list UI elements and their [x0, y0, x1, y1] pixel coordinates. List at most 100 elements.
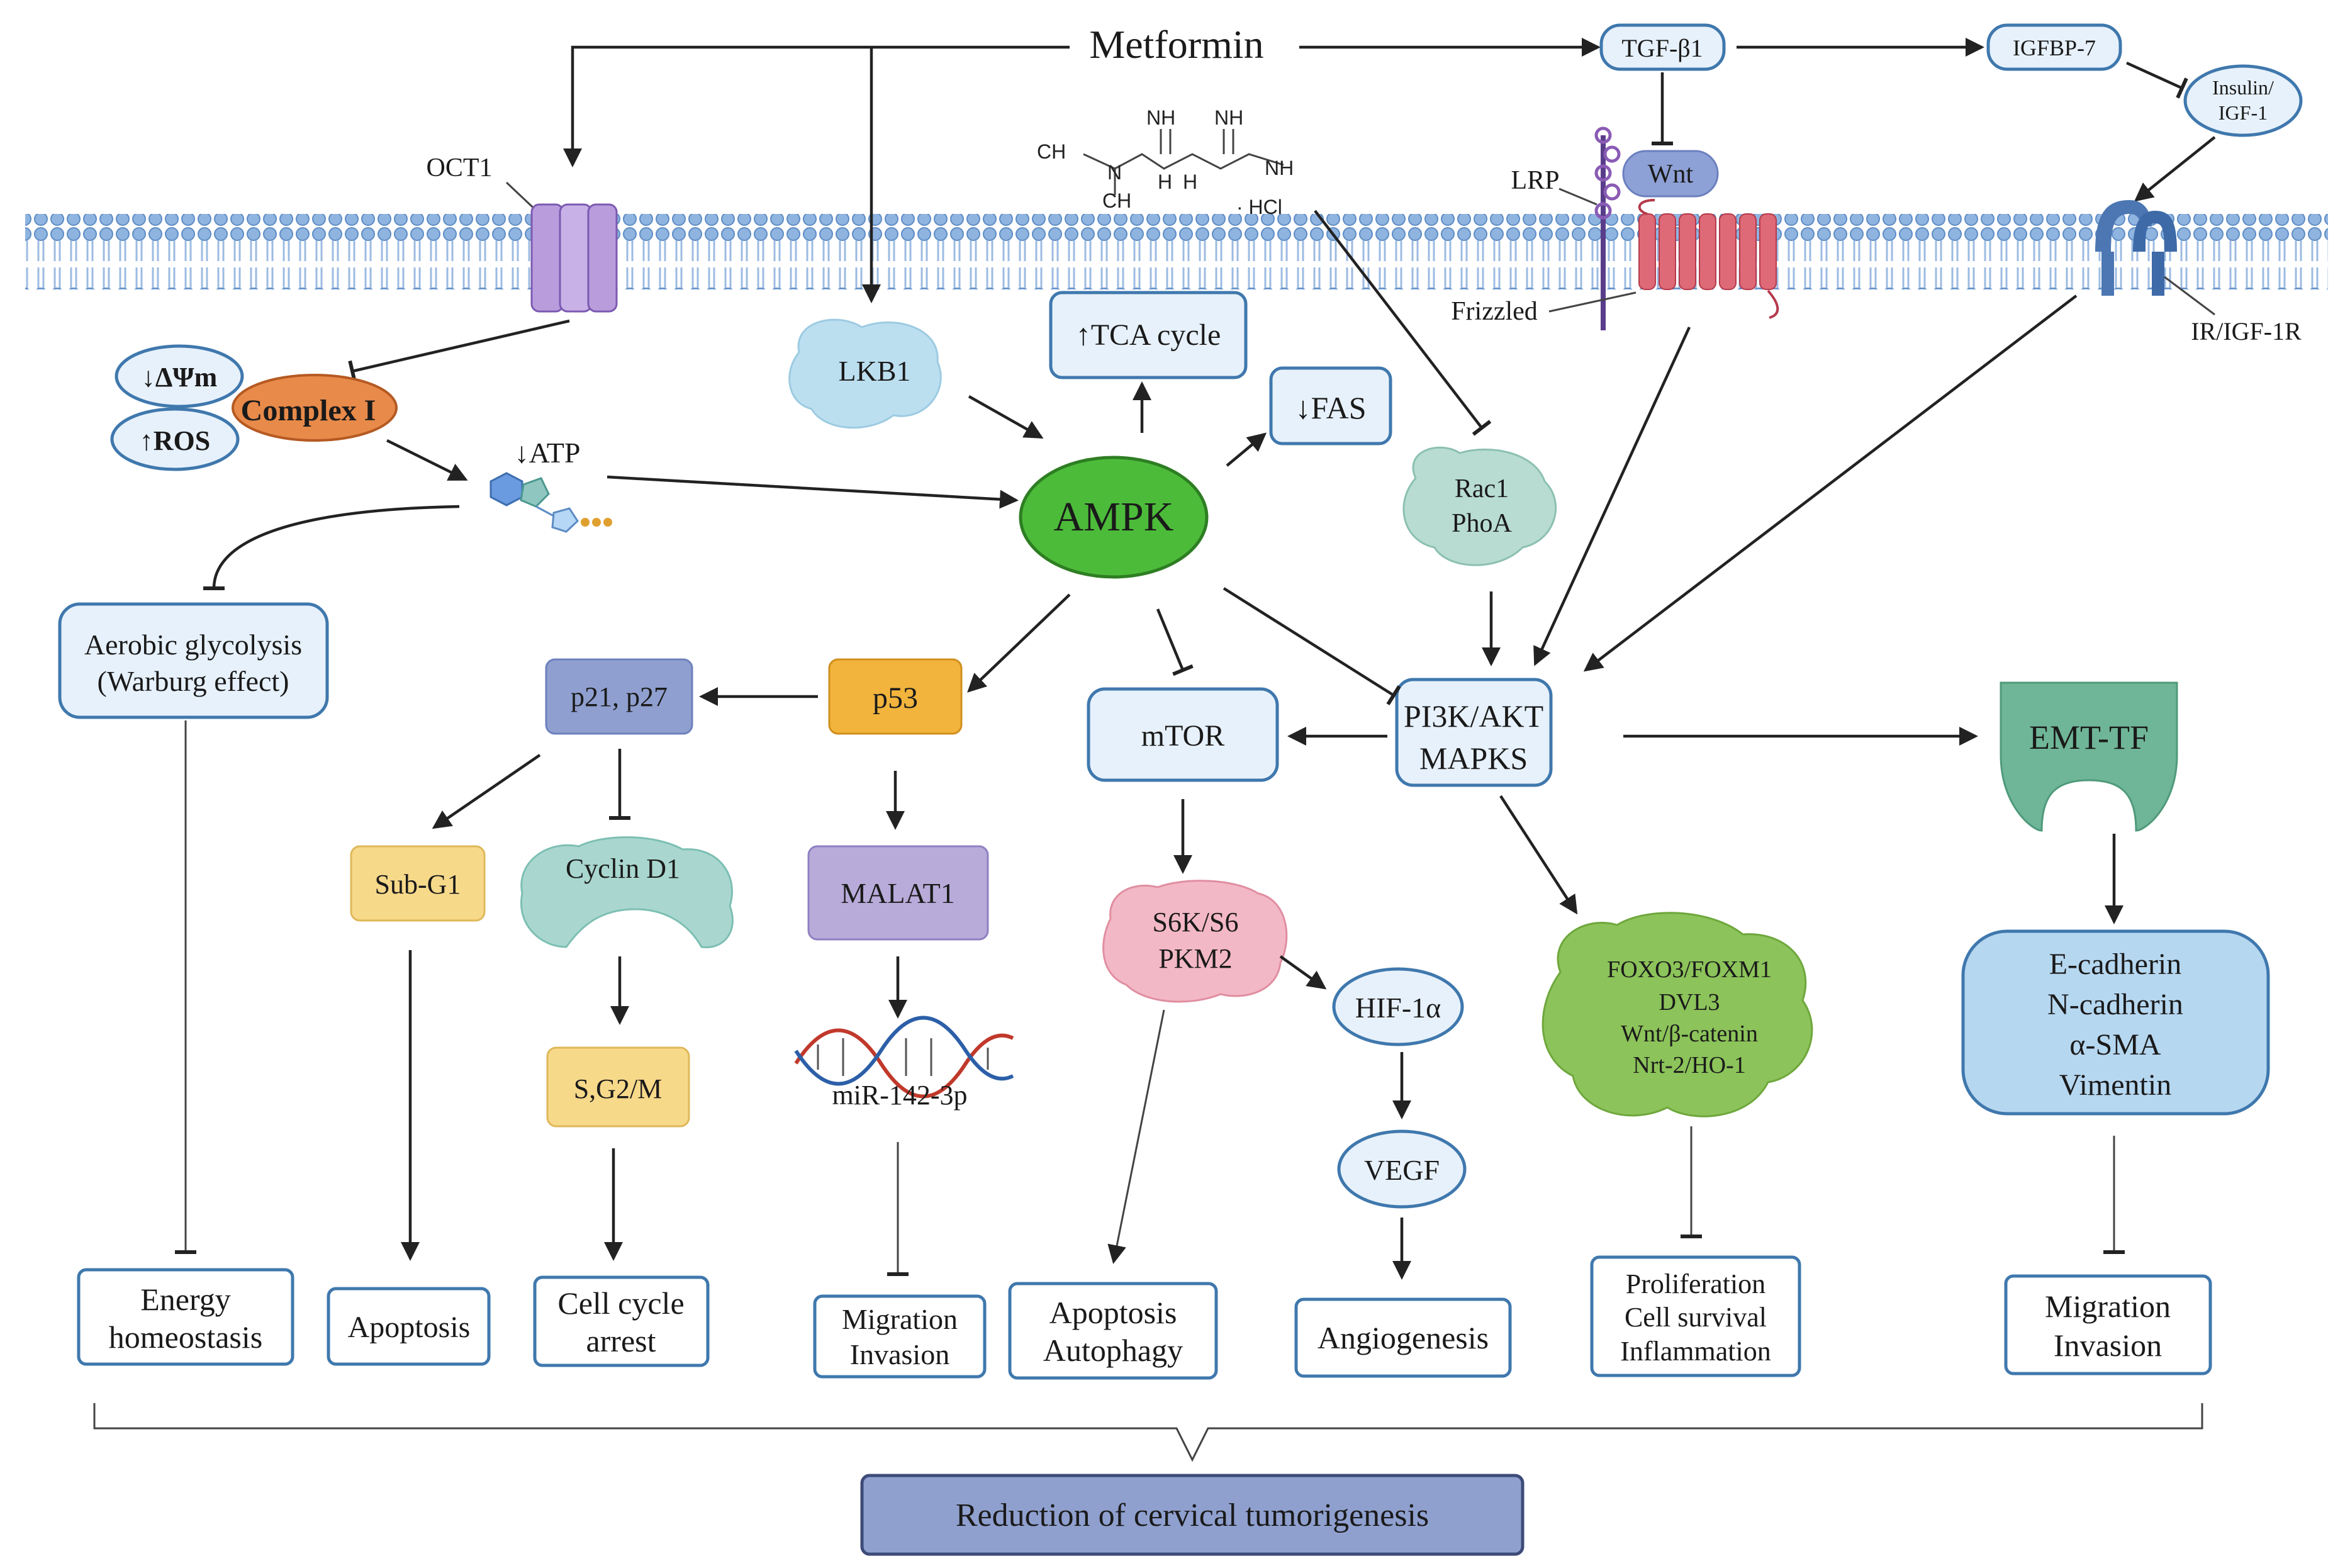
complex-i-label: Complex I	[241, 394, 376, 427]
migration-label-right: Migration	[2045, 1289, 2171, 1324]
p21-p27-label: p21, p27	[571, 681, 668, 712]
chem-h-left: H	[1158, 171, 1172, 193]
pi3k-akt-box	[1395, 678, 1553, 787]
angiogenesis-box	[1294, 1297, 1512, 1378]
malat1-box	[807, 845, 989, 941]
invasion-label-left: Invasion	[850, 1338, 949, 1370]
chem-h-right: H	[1183, 171, 1197, 193]
autophagy-label: Autophagy	[1043, 1333, 1183, 1368]
proliferation-label: Proliferation	[1626, 1268, 1765, 1299]
wnt-node	[1622, 150, 1719, 198]
ampk-label: AMPK	[1054, 494, 1174, 540]
tgf-beta1-label: TGF-β1	[1621, 34, 1703, 62]
vegf-node	[1337, 1129, 1467, 1209]
foxo-line-1: FOXO3/FOXM1	[1607, 956, 1772, 983]
rac1-phoa-node: Rac1 PhoA	[1402, 446, 1557, 566]
frizzled-label: Frizzled	[1451, 297, 1538, 326]
s6k-pkm2-node: S6K/S6 PKM2	[1102, 880, 1288, 1003]
inflammation-label: Inflammation	[1620, 1336, 1771, 1367]
energy-homeostasis-box	[77, 1268, 294, 1366]
phoa-label: PhoA	[1452, 509, 1512, 538]
ampk-node	[1019, 456, 1209, 579]
chem-n: N	[1107, 161, 1122, 184]
reduction-box	[860, 1474, 1525, 1556]
ros-label: ↑ROS	[140, 425, 210, 456]
hif1a-label: HIF-1α	[1355, 992, 1441, 1024]
homeostasis-label: homeostasis	[109, 1319, 262, 1355]
hif1a-node	[1332, 967, 1464, 1046]
chem-nh2: NH	[1265, 157, 1294, 179]
mitochondria-complex: Complex I ↓ΔΨm ↑ROS	[110, 344, 398, 471]
chem-nh-left: NH	[1146, 106, 1175, 129]
proliferation-box	[1590, 1255, 1801, 1377]
tca-cycle-label: ↑TCA cycle	[1076, 318, 1221, 352]
p53-label: p53	[873, 681, 918, 715]
chem-nh-right: NH	[1214, 106, 1243, 129]
cell-survival-label: Cell survival	[1625, 1302, 1767, 1333]
aerobic-glycolysis-box	[58, 602, 329, 719]
fas-box	[1269, 366, 1392, 445]
mapks-label: MAPKS	[1419, 741, 1528, 776]
chem-hcl: · HCl	[1236, 196, 1282, 218]
mtor-label: mTOR	[1141, 719, 1224, 753]
metformin-structure: NH NH CH N CH H H NH · HCl	[1037, 106, 1294, 218]
tgf-beta1-box	[1599, 23, 1726, 71]
pkm2-label: PKM2	[1158, 943, 1232, 974]
p53-box	[828, 658, 963, 735]
warburg-effect-label: (Warburg effect)	[98, 665, 289, 697]
cell-cycle-arrest-box	[533, 1275, 710, 1367]
ir-igf1r-receptor	[2095, 200, 2177, 296]
angiogenesis-label: Angiogenesis	[1318, 1320, 1489, 1355]
atp-label: ↓ATP	[515, 437, 581, 469]
malat1-label: MALAT1	[841, 877, 954, 909]
pi3k-akt-label: PI3K/AKT	[1404, 698, 1543, 734]
arrest-label: arrest	[586, 1323, 656, 1358]
aerobic-glycolysis-label: Aerobic glycolysis	[84, 629, 302, 661]
chem-ch3-bottom: CH	[1102, 189, 1131, 212]
s-g2m-box	[546, 1046, 690, 1128]
igf1-label: IGF-1	[2219, 101, 2268, 124]
p21-p27-box	[545, 658, 693, 735]
apoptosis-label: Apoptosis	[348, 1311, 471, 1344]
apoptosis-autophagy-box	[1008, 1282, 1218, 1380]
reduction-label: Reduction of cervical tumorigenesis	[956, 1498, 1429, 1533]
delta-psi-label: ↓ΔΨm	[142, 362, 218, 393]
sub-g1-box	[350, 845, 486, 922]
insulin-igf1-node	[2183, 64, 2303, 137]
oct1-transporter	[530, 203, 618, 313]
frizzled-receptor	[1638, 199, 1779, 319]
rac1-label: Rac1	[1455, 474, 1509, 503]
mir-142-3p-label: miR-142-3p	[832, 1080, 967, 1111]
summary-brace	[93, 1403, 2203, 1462]
oct1-label: OCT1	[427, 154, 493, 182]
fas-label: ↓FAS	[1295, 390, 1366, 425]
foxo-signaling-node: FOXO3/FOXM1 DVL3 Wnt/β-catenin Nrt-2/HO-…	[1541, 912, 1813, 1117]
sub-g1-label: Sub-G1	[375, 869, 461, 900]
atp-molecule-icon	[490, 472, 612, 533]
ir-igf1r-label: IR/IGF-1R	[2191, 317, 2302, 345]
cell-cycle-label: Cell cycle	[557, 1285, 684, 1321]
energy-label: Energy	[140, 1282, 230, 1317]
invasion-label-right: Invasion	[2054, 1328, 2162, 1363]
mtor-box	[1087, 687, 1279, 782]
vegf-label: VEGF	[1364, 1154, 1440, 1186]
mir-helix-icon	[794, 1016, 1014, 1099]
migration-label-left: Migration	[842, 1303, 958, 1335]
s6k-s6-label: S6K/S6	[1153, 907, 1239, 938]
chem-ch3-top: CH	[1037, 140, 1066, 163]
marker-alpha-sma: α-SMA	[2069, 1028, 2161, 1061]
apoptosis-label-2: Apoptosis	[1049, 1295, 1177, 1330]
foxo-line-3: Wnt/β-catenin	[1621, 1021, 1758, 1047]
cyclin-d1-node: Cyclin D1	[520, 836, 734, 949]
cyclin-d1-label: Cyclin D1	[566, 853, 680, 884]
marker-n-cadherin: N-cadherin	[2047, 988, 2183, 1021]
insulin-label: Insulin/	[2212, 76, 2274, 99]
lkb1-node: LKB1	[788, 318, 942, 429]
s-g2m-label: S,G2/M	[574, 1073, 663, 1104]
igfbp7-box	[1986, 23, 2122, 71]
lkb1-label: LKB1	[839, 355, 911, 387]
foxo-line-4: Nrt-2/HO-1	[1633, 1052, 1745, 1078]
emt-markers-box	[1961, 929, 2270, 1116]
emt-tf-shape	[2000, 681, 2178, 832]
